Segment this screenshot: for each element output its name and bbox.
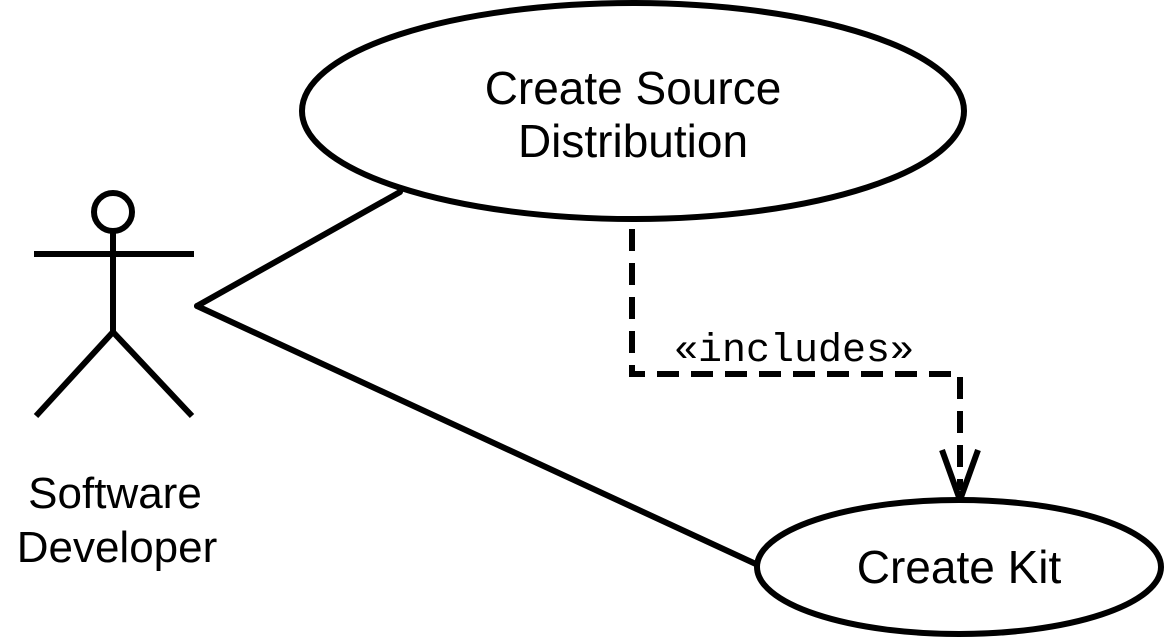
use-case-ellipse-kit bbox=[754, 497, 1164, 637]
actor-head bbox=[91, 190, 135, 234]
use-case-create-kit: Create Kit bbox=[754, 497, 1164, 637]
include-relationship: «includes» bbox=[629, 229, 981, 509]
actor-label-line2: Developer bbox=[17, 523, 218, 572]
association-to-source-distribution bbox=[194, 189, 403, 309]
use-case-label-kit: Create Kit bbox=[857, 541, 1062, 593]
actor-software-developer: Software Developer bbox=[17, 190, 218, 572]
include-label-backdrop bbox=[637, 330, 949, 370]
use-case-label-source-line1: Create Source bbox=[485, 62, 782, 114]
use-case-create-source-distribution: Create Source Distribution bbox=[299, 0, 967, 222]
actor-label-line1: Software bbox=[28, 469, 202, 518]
use-case-ellipse-source-distribution bbox=[299, 0, 967, 222]
include-dashed-path bbox=[629, 229, 963, 490]
actor-right-leg bbox=[110, 329, 195, 419]
include-stereotype-label: «includes» bbox=[674, 329, 914, 374]
association-to-create-kit bbox=[194, 303, 761, 568]
actor-left-leg bbox=[33, 329, 116, 419]
use-case-label-source-line2: Distribution bbox=[518, 115, 748, 167]
